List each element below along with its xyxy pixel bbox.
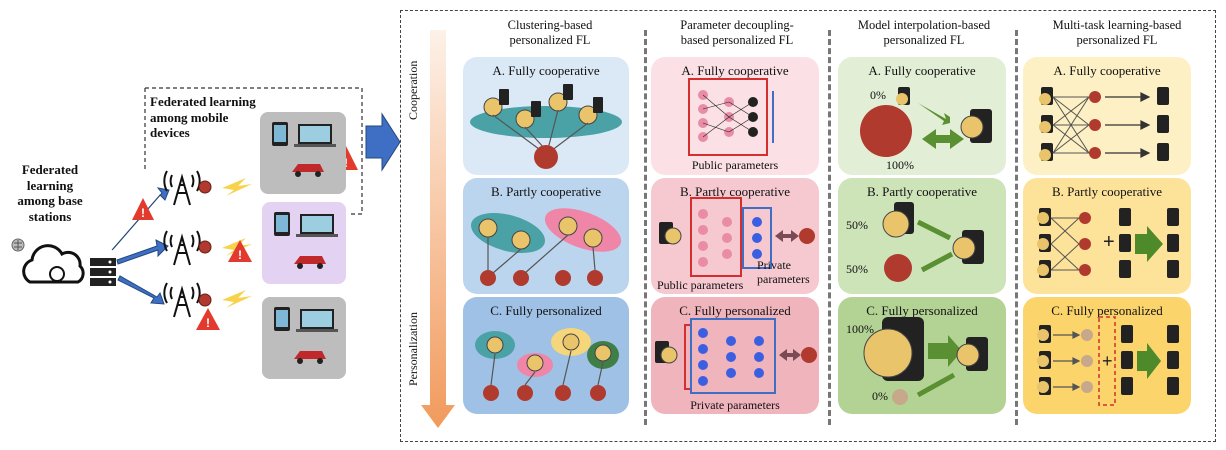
- devices: [272, 122, 338, 364]
- param-c-graphic: [655, 318, 817, 394]
- base-stations-label: Federated learning among base stations: [10, 162, 90, 224]
- cloud-icon: [22, 244, 85, 284]
- plus-symbol-c: +: [1102, 351, 1113, 371]
- interp-a-bottom-percent: 100%: [886, 158, 914, 172]
- column-divider-2: [828, 30, 831, 425]
- column-header-clustering-line2: personalized FL: [509, 33, 591, 47]
- column-header-param-decoupling-line1: Parameter decoupling-: [680, 18, 794, 32]
- multitask-c-graphic: +: [1037, 316, 1179, 406]
- tower-icons: [163, 170, 201, 318]
- base-stations-label-line1: Federated: [21, 162, 79, 177]
- interp-panel-b-title: B. Partly cooperative: [866, 184, 978, 199]
- interp-a-top-percent: 0%: [870, 88, 886, 102]
- clustering-panel-c-title: C. Fully personalized: [490, 303, 602, 318]
- column-divider-1: [644, 30, 647, 425]
- multitask-panel-b: B. Partly cooperative +: [1023, 178, 1191, 294]
- interp-c-bottom-percent: 0%: [872, 389, 888, 403]
- column-header-clustering-line1: Clustering-based: [507, 18, 593, 32]
- clustering-panel-a-title: A. Fully cooperative: [492, 63, 600, 78]
- big-blue-arrow: [365, 112, 401, 172]
- multitask-panel-b-title: B. Partly cooperative: [1051, 184, 1163, 199]
- column-divider-3: [1015, 30, 1018, 425]
- mobile-devices-label-line3: devices: [150, 125, 190, 141]
- multitask-panel-a: A. Fully cooperative: [1023, 57, 1191, 175]
- cooperation-label: Cooperation: [406, 60, 420, 120]
- private-parameters-label-c: Private parameters: [690, 398, 780, 412]
- mobile-devices-label: Federated learning among mobile devices: [150, 94, 280, 141]
- column-header-multi-task: Multi-task learning-based personalized F…: [1022, 18, 1212, 48]
- clustering-a-graphic: [470, 84, 622, 169]
- clustering-c-graphic: [475, 328, 619, 401]
- server-icon: [90, 258, 116, 286]
- clustering-panel-a: A. Fully cooperative: [463, 57, 629, 175]
- personalization-label: Personalization: [406, 312, 420, 386]
- multitask-panel-c: C. Fully personalized +: [1023, 297, 1191, 414]
- param-a-graphic: [688, 78, 774, 156]
- public-parameters-label-a: Public parameters: [691, 158, 779, 172]
- private-parameters-label-b-line2: parameters: [757, 272, 810, 287]
- clustering-panel-b-title: B. Partly cooperative: [490, 184, 602, 199]
- personalized-fl-taxonomy: [400, 10, 1216, 442]
- public-parameters-label-b: Public parameters: [657, 278, 744, 292]
- clustering-panel-c: C. Fully personalized: [463, 297, 629, 414]
- param-panel-c-title: C. Fully personalized: [679, 303, 791, 318]
- interp-b-top-percent: 50%: [846, 218, 868, 232]
- clustering-b-graphic: [471, 208, 622, 286]
- column-header-param-decoupling-line2: based personalized FL: [680, 33, 794, 47]
- mobile-devices-label-line2: among mobile: [150, 109, 229, 125]
- mobile-devices-dashed-box: [145, 87, 363, 215]
- svg-text:!: !: [141, 206, 145, 220]
- column-header-clustering: Clustering-based personalized FL: [470, 18, 630, 48]
- multitask-b-graphic: +: [1037, 208, 1179, 278]
- base-stations-label-line2: learning: [26, 177, 74, 193]
- column-header-model-interpolation: Model interpolation-based personalized F…: [834, 18, 1014, 48]
- column-header-model-interpolation-line1: Model interpolation-based: [857, 18, 991, 32]
- base-stations-label-line4: stations: [28, 208, 72, 224]
- interp-a-graphic: [860, 87, 992, 157]
- mobile-devices-label-line1: Federated learning: [150, 94, 256, 109]
- svg-text:!: !: [238, 248, 242, 262]
- param-b-graphic: [659, 197, 815, 277]
- param-panel-c: C. Fully personalized Private parameters: [651, 297, 819, 414]
- server-link-arrows: [111, 187, 170, 305]
- interp-panel-c-title: C. Fully personalized: [866, 303, 978, 318]
- param-panel-b-title: B. Partly cooperative: [679, 184, 791, 199]
- interp-b-bottom-percent: 50%: [846, 262, 868, 276]
- column-header-param-decoupling: Parameter decoupling- based personalized…: [652, 18, 822, 48]
- clustering-panel-b: B. Partly cooperative: [463, 178, 629, 294]
- column-header-multi-task-line1: Multi-task learning-based: [1052, 18, 1182, 32]
- param-panel-a: A. Fully cooperative Public parameters: [651, 57, 819, 175]
- svg-text:!: !: [206, 316, 210, 330]
- interp-b-graphic: [882, 202, 984, 282]
- private-parameters-label-b: Private parameters: [757, 258, 810, 287]
- plus-symbol-b: +: [1103, 231, 1115, 253]
- interp-panel-a-title: A. Fully cooperative: [868, 63, 976, 78]
- interp-panel-a: A. Fully cooperative 0% 100%: [838, 57, 1006, 175]
- base-stations-label-line3: among base: [17, 193, 83, 209]
- interp-c-top-percent: 100%: [846, 322, 874, 336]
- brain-icon-small: [11, 238, 25, 252]
- interp-panel-b: B. Partly cooperative 50% 50%: [838, 178, 1006, 294]
- multitask-a-graphic: [1039, 87, 1169, 161]
- private-parameters-label-b-line1: Private: [757, 258, 791, 272]
- multitask-panel-c-title: C. Fully personalized: [1051, 303, 1163, 318]
- column-header-multi-task-line2: personalized FL: [1076, 33, 1158, 47]
- interp-c-graphic: [863, 317, 988, 405]
- interp-panel-c: C. Fully personalized 100% 0%: [838, 297, 1006, 414]
- param-panel-b: B. Partly cooperative Public parameters …: [651, 178, 819, 294]
- param-panel-a-title: A. Fully cooperative: [681, 63, 789, 78]
- multitask-panel-a-title: A. Fully cooperative: [1053, 63, 1161, 78]
- brain-icons-towers: [198, 180, 212, 307]
- column-header-model-interpolation-line2: personalized FL: [883, 33, 965, 47]
